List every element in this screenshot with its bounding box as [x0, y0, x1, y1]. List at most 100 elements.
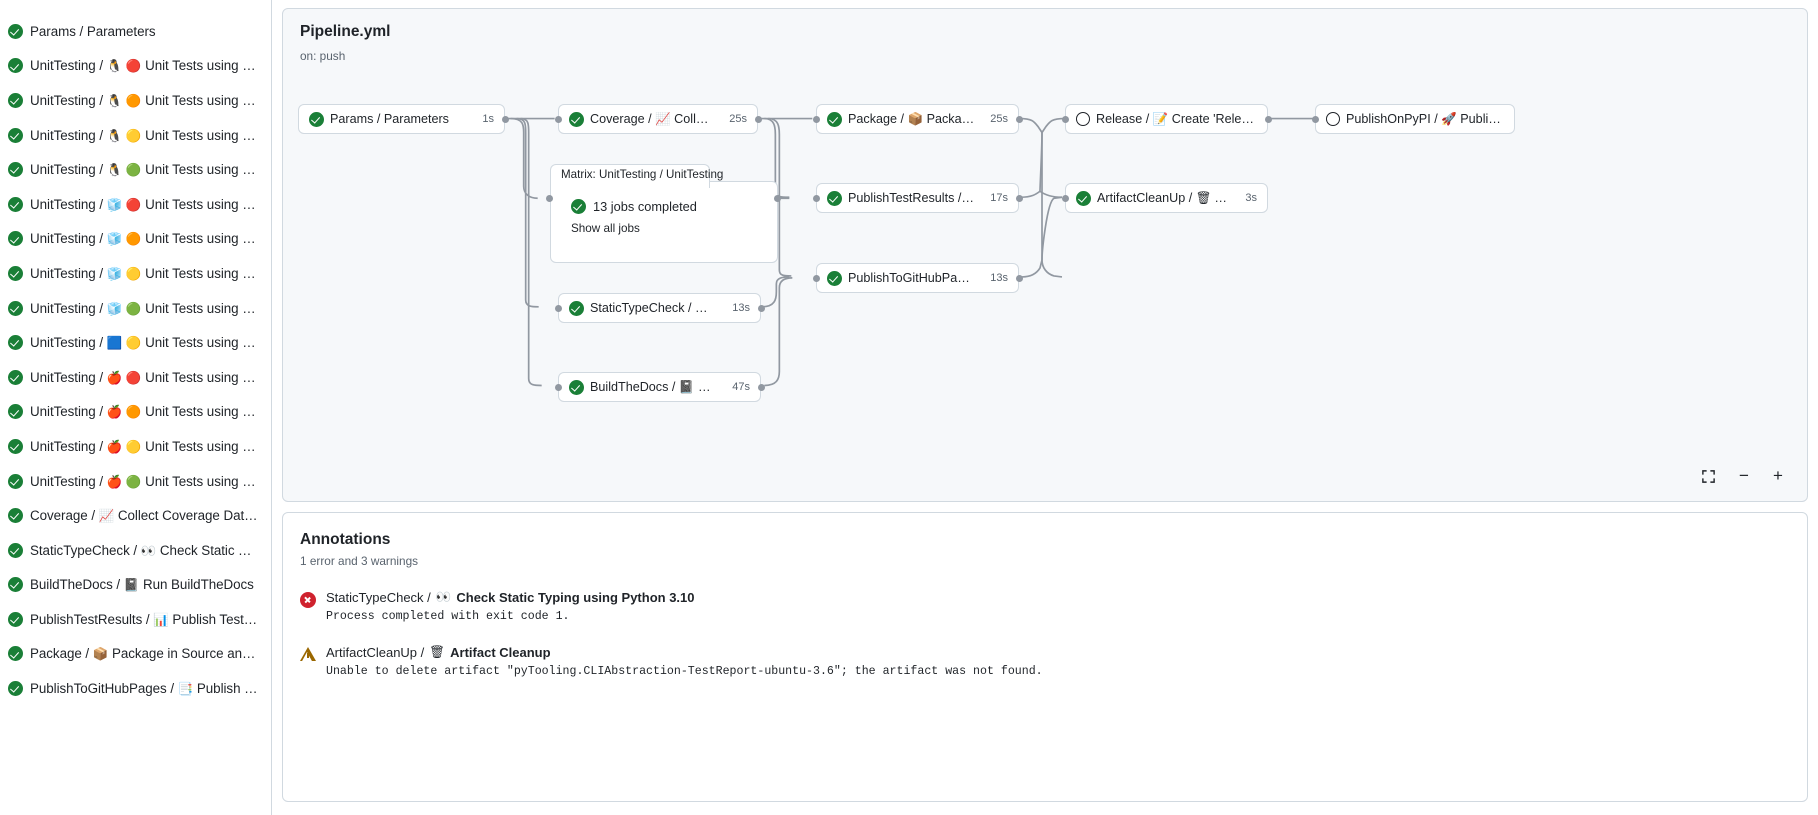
- graph-node-artifact[interactable]: ArtifactCleanUp / 🗑 Artifac…3s: [1065, 183, 1268, 213]
- graph-node-release[interactable]: Release / 📝 Create 'Release P…: [1065, 104, 1268, 134]
- sidebar-job-item[interactable]: UnitTesting / 🐧 🟢 Unit Tests using Pyth…: [0, 152, 271, 187]
- node-output-connector-dot: [501, 115, 509, 123]
- sidebar-job-item[interactable]: BuildTheDocs / 📓 Run BuildTheDocs: [0, 568, 271, 603]
- success-check-icon: [8, 127, 23, 143]
- annotation-heading[interactable]: ArtifactCleanUp / 🗑Artifact Cleanup: [326, 645, 1043, 660]
- pipeline-graph-card[interactable]: Pipeline.yml on: push: [282, 8, 1808, 502]
- pending-circle-icon: [1326, 112, 1340, 126]
- graph-node-duration: 3s: [1245, 192, 1257, 204]
- matrix-jobs-label: 13 jobs completed: [593, 199, 697, 214]
- zoom-in-button[interactable]: +: [1773, 466, 1783, 485]
- sidebar-job-item[interactable]: StaticTypeCheck / 👀 Check Static Typing…: [0, 533, 271, 568]
- graph-node-coverage[interactable]: Coverage / 📈 Collect Cove…25s: [558, 104, 758, 134]
- sidebar-job-item[interactable]: UnitTesting / 🍎 🟠 Unit Tests using Pyth…: [0, 395, 271, 430]
- success-check-icon: [8, 369, 23, 385]
- job-emoji-icon: 🔴: [125, 197, 142, 212]
- job-emoji-icon: 🟢: [125, 301, 142, 316]
- sidebar-job-item[interactable]: UnitTesting / 🍎 🔴 Unit Tests using Pyth…: [0, 360, 271, 395]
- node-emoji-icon: 👀: [695, 301, 711, 315]
- zoom-out-button[interactable]: −: [1739, 466, 1749, 485]
- annotations-title: Annotations: [300, 531, 391, 548]
- matrix-input-connector-dot: [546, 195, 553, 202]
- sidebar-job-label: StaticTypeCheck / 👀 Check Static Typing…: [30, 542, 258, 558]
- pending-circle-icon: [1076, 112, 1090, 126]
- graph-node-label: Params / Parameters: [330, 112, 449, 126]
- annotation-step-name: Check Static Typing using Python 3.10: [456, 590, 695, 605]
- node-output-connector-dot: [1264, 115, 1272, 123]
- annotation-message: Process completed with exit code 1.: [326, 610, 570, 623]
- sidebar-job-item[interactable]: UnitTesting / 🐧 🟡 Unit Tests using Pyth…: [0, 118, 271, 153]
- graph-node-label: Package / 📦 Package in So…: [848, 112, 976, 126]
- graph-node-statictype[interactable]: StaticTypeCheck / 👀 Chec…13s: [558, 293, 761, 323]
- success-check-icon: [8, 438, 23, 454]
- sidebar-job-item[interactable]: PublishTestResults / 📊 Publish Test Resu…: [0, 602, 271, 637]
- success-check-icon: [569, 111, 584, 127]
- job-emoji-icon: 🍎: [106, 439, 123, 454]
- sidebar-job-item[interactable]: UnitTesting / 🟦 🟡 Unit Tests using Pyth…: [0, 325, 271, 360]
- annotation-heading[interactable]: StaticTypeCheck / 👀Check Static Typing u…: [326, 590, 695, 605]
- matrix-title: Matrix: UnitTesting / UnitTesting: [561, 168, 724, 181]
- sidebar-job-item[interactable]: UnitTesting / 🐧 🟠 Unit Tests using Pyth…: [0, 83, 271, 118]
- matrix-show-all-jobs-link[interactable]: Show all jobs: [571, 222, 640, 235]
- graph-node-publishtest[interactable]: PublishTestResults / 📊 Pu…17s: [816, 183, 1019, 213]
- job-emoji-icon: 📓: [123, 578, 140, 593]
- sidebar-job-item[interactable]: UnitTesting / 🧊 🟡 Unit Tests using Pyth…: [0, 256, 271, 291]
- sidebar-job-label: UnitTesting / 🍎 🟠 Unit Tests using Pyth…: [30, 404, 258, 420]
- graph-zoom-controls[interactable]: − +: [1697, 465, 1789, 487]
- sidebar-job-item[interactable]: UnitTesting / 🧊 🟢 Unit Tests using Pyth…: [0, 291, 271, 326]
- workflow-trigger-subtitle: on: push: [300, 49, 346, 63]
- node-input-connector-dot: [812, 115, 820, 123]
- node-output-connector-dot: [1015, 274, 1023, 282]
- node-emoji-icon: 📈: [655, 112, 671, 126]
- job-emoji-icon: 📦: [92, 647, 109, 662]
- fullscreen-icon[interactable]: [1697, 465, 1719, 487]
- node-input-connector-dot: [554, 115, 562, 123]
- node-output-connector-dot: [757, 304, 765, 312]
- sidebar-job-label: UnitTesting / 🧊 🔴 Unit Tests using Pyth…: [30, 196, 258, 212]
- success-check-icon: [827, 111, 842, 127]
- annotation-step-name: Artifact Cleanup: [450, 645, 551, 660]
- graph-node-pypi[interactable]: PublishOnPyPI / 🚀 Publish to …: [1315, 104, 1515, 134]
- graph-node-duration: 1s: [482, 113, 494, 125]
- sidebar-job-item[interactable]: Params / Parameters: [0, 14, 271, 49]
- node-input-connector-dot: [812, 194, 820, 202]
- graph-node-duration: 13s: [990, 272, 1008, 284]
- graph-node-label: Release / 📝 Create 'Release P…: [1096, 112, 1257, 126]
- graph-node-buildthedocs[interactable]: BuildTheDocs / 📓 Run Buil…47s: [558, 372, 761, 402]
- graph-node-package[interactable]: Package / 📦 Package in So…25s: [816, 104, 1019, 134]
- node-emoji-icon: 📦: [907, 112, 924, 126]
- success-check-icon: [8, 92, 23, 108]
- success-check-icon: [8, 542, 23, 558]
- matrix-jobs-completed[interactable]: 13 jobs completed: [571, 199, 697, 214]
- sidebar-job-label: Params / Parameters: [30, 23, 156, 39]
- sidebar-job-label: Package / 📦 Package in Source and Wh…: [30, 646, 258, 662]
- graph-node-duration: 13s: [732, 302, 750, 314]
- sidebar-job-item[interactable]: UnitTesting / 🧊 🟠 Unit Tests using Pyth…: [0, 222, 271, 257]
- job-emoji-icon: 🍎: [106, 370, 123, 385]
- warning-icon: [300, 647, 316, 663]
- sidebar-job-label: UnitTesting / 🧊 🟡 Unit Tests using Pyth…: [30, 265, 258, 281]
- job-emoji-icon: 🐧: [106, 93, 123, 108]
- job-emoji-icon: 📑: [177, 682, 194, 697]
- success-check-icon: [309, 111, 324, 127]
- sidebar-job-item[interactable]: UnitTesting / 🐧 🔴 Unit Tests using Pyth…: [0, 49, 271, 84]
- success-check-icon: [8, 162, 23, 178]
- sidebar-job-item[interactable]: PublishToGitHubPages / 📑 Publish to G…: [0, 671, 271, 706]
- graph-node-label: Coverage / 📈 Collect Cove…: [590, 112, 715, 126]
- sidebar-job-item[interactable]: UnitTesting / 🍎 🟢 Unit Tests using Pyth…: [0, 464, 271, 499]
- job-emoji-icon: 📈: [98, 509, 115, 524]
- sidebar-job-item[interactable]: Package / 📦 Package in Source and Wh…: [0, 637, 271, 672]
- graph-node-params[interactable]: Params / Parameters 1s: [298, 104, 505, 134]
- sidebar-job-item[interactable]: UnitTesting / 🍎 🟡 Unit Tests using Pyth…: [0, 429, 271, 464]
- sidebar-job-item[interactable]: Coverage / 📈 Collect Coverage Data usi…: [0, 498, 271, 533]
- graph-edges: [504, 117, 1314, 387]
- success-check-icon: [8, 300, 23, 316]
- sidebar-job-item[interactable]: UnitTesting / 🧊 🔴 Unit Tests using Pyth…: [0, 187, 271, 222]
- graph-node-publishpages[interactable]: PublishToGitHubPages / 📑 …13s: [816, 263, 1019, 293]
- annotation-job-link[interactable]: StaticTypeCheck /: [326, 590, 431, 605]
- success-check-icon: [8, 335, 23, 351]
- annotation-job-link[interactable]: ArtifactCleanUp /: [326, 645, 425, 660]
- node-output-connector-dot: [754, 115, 762, 123]
- job-emoji-icon: 🟦: [106, 336, 123, 351]
